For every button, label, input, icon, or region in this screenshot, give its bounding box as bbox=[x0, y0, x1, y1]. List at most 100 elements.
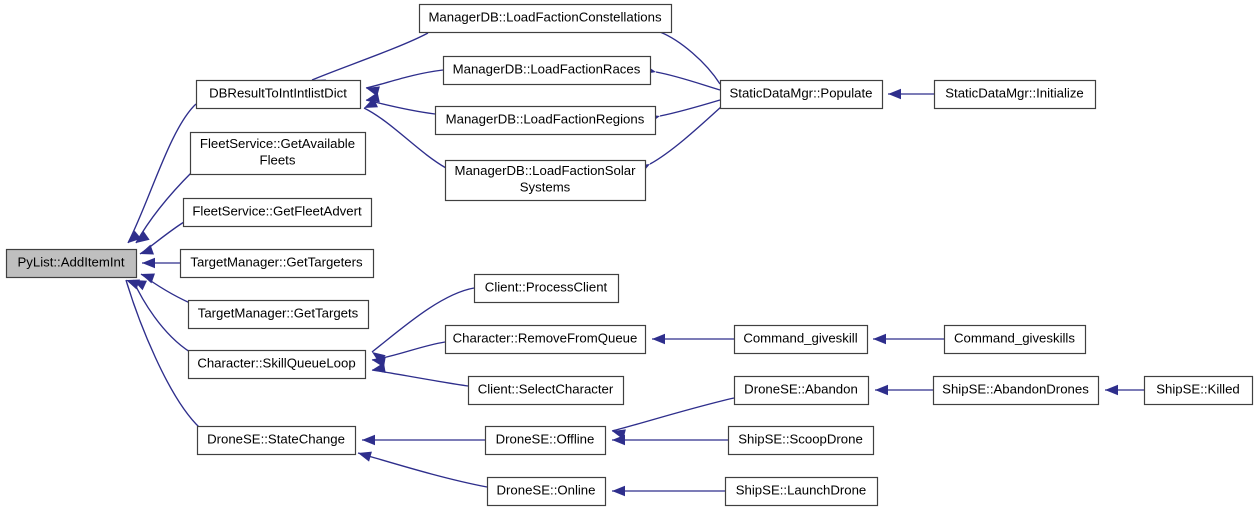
node-box[interactable] bbox=[486, 476, 607, 507]
node-fleetservice_getfleetadvert[interactable]: FleetService::GetFleetAdvert bbox=[182, 197, 373, 228]
node-box[interactable] bbox=[933, 79, 1097, 110]
node-managerdb_loadfactionregions[interactable]: ManagerDB::LoadFactionRegions bbox=[434, 105, 657, 136]
node-label: Fleets bbox=[260, 153, 296, 168]
edge-line bbox=[135, 171, 193, 244]
edge-character_skillqueueloop-to-pylist_additemint bbox=[132, 279, 191, 353]
node-box[interactable] bbox=[1143, 375, 1254, 406]
node-box[interactable] bbox=[467, 375, 625, 406]
arrow-head-icon bbox=[652, 333, 665, 345]
edge-line bbox=[371, 287, 475, 353]
edge-command_giveskill-to-character_removefromqueue bbox=[652, 333, 734, 345]
node-character_skillqueueloop[interactable]: Character::SkillQueueLoop bbox=[187, 349, 367, 380]
node-box[interactable] bbox=[434, 105, 657, 136]
edge-managerdb_loadfactionsolarsystems-to-dbresulttointintlistdict bbox=[363, 97, 447, 169]
node-box[interactable] bbox=[727, 425, 875, 456]
node-dronese_statechange[interactable]: DroneSE::StateChange bbox=[196, 425, 357, 456]
node-box[interactable] bbox=[733, 375, 870, 406]
node-label: PyList::AddItemInt bbox=[17, 254, 124, 269]
edge-line bbox=[371, 341, 446, 361]
node-box[interactable] bbox=[943, 324, 1087, 355]
node-label: Client::SelectCharacter bbox=[478, 381, 614, 396]
node-label: Character::SkillQueueLoop bbox=[197, 355, 355, 370]
node-box[interactable] bbox=[187, 299, 370, 330]
node-character_removefromqueue[interactable]: Character::RemoveFromQueue bbox=[444, 324, 647, 355]
node-label: ShipSE::Killed bbox=[1156, 381, 1240, 396]
node-client_processclient[interactable]: Client::ProcessClient bbox=[473, 273, 620, 304]
node-box[interactable] bbox=[724, 476, 879, 507]
node-label: Command_giveskills bbox=[954, 330, 1075, 345]
node-staticdatamgr_populate[interactable]: StaticDataMgr::Populate bbox=[719, 79, 884, 110]
node-box[interactable] bbox=[189, 131, 367, 176]
edge-staticdatamgr_populate-to-managerdb_loadfactionregions bbox=[646, 99, 721, 125]
edge-line bbox=[311, 32, 429, 81]
node-shipse_launchdrone[interactable]: ShipSE::LaunchDrone bbox=[724, 476, 879, 507]
arrow-head-icon bbox=[362, 434, 375, 446]
node-box[interactable] bbox=[187, 349, 367, 380]
edge-dbresulttointintlistdict-to-pylist_additemint bbox=[127, 103, 197, 244]
node-box[interactable] bbox=[932, 375, 1100, 406]
node-box[interactable] bbox=[484, 425, 607, 456]
arrow-head-icon bbox=[612, 434, 625, 446]
node-box[interactable] bbox=[5, 248, 138, 279]
edge-managerdb_loadfactionregions-to-dbresulttointintlistdict bbox=[365, 92, 436, 115]
edge-staticdatamgr_initialize-to-staticdatamgr_populate bbox=[888, 88, 934, 100]
node-shipse_killed[interactable]: ShipSE::Killed bbox=[1143, 375, 1254, 406]
node-dbresulttointintlistdict[interactable]: DBResultToIntIntlistDict bbox=[195, 79, 362, 110]
node-targetmanager_gettargeters[interactable]: TargetManager::GetTargeters bbox=[179, 248, 375, 279]
node-label: DroneSE::Abandon bbox=[744, 381, 858, 396]
arrow-head-icon bbox=[372, 352, 386, 364]
node-box[interactable] bbox=[444, 159, 647, 202]
edge-line bbox=[649, 105, 723, 165]
node-box[interactable] bbox=[733, 324, 869, 355]
node-box[interactable] bbox=[179, 248, 375, 279]
node-dronese_abandon[interactable]: DroneSE::Abandon bbox=[733, 375, 870, 406]
node-command_giveskills[interactable]: Command_giveskills bbox=[943, 324, 1087, 355]
node-label: FleetService::GetAvailable bbox=[200, 136, 355, 151]
node-box[interactable] bbox=[418, 3, 673, 34]
edge-shipse_scoopdrone-to-dronese_offline bbox=[612, 434, 728, 446]
edge-line bbox=[132, 279, 191, 353]
node-client_selectcharacter[interactable]: Client::SelectCharacter bbox=[467, 375, 625, 406]
edge-fleetservice_getavailablefleets-to-pylist_additemint bbox=[135, 171, 193, 244]
node-label: StaticDataMgr::Populate bbox=[730, 85, 873, 100]
node-layer: PyList::AddItemInt DBResultToIntIntlistDi… bbox=[5, 3, 1254, 507]
node-managerdb_loadfactionraces[interactable]: ManagerDB::LoadFactionRaces bbox=[442, 55, 652, 86]
edge-shipse_killed-to-shipse_abandondrones bbox=[1105, 384, 1144, 396]
edge-dronese_online-to-dronese_statechange bbox=[357, 451, 488, 488]
node-box[interactable] bbox=[719, 79, 884, 110]
node-managerdb_loadfactionconstellations[interactable]: ManagerDB::LoadFactionConstellations bbox=[418, 3, 673, 34]
node-box[interactable] bbox=[444, 324, 647, 355]
node-box[interactable] bbox=[182, 197, 373, 228]
node-label: StaticDataMgr::Initialize bbox=[945, 85, 1084, 100]
node-label: Client::ProcessClient bbox=[485, 279, 608, 294]
node-shipse_abandondrones[interactable]: ShipSE::AbandonDrones bbox=[932, 375, 1100, 406]
node-shipse_scoopdrone[interactable]: ShipSE::ScoopDrone bbox=[727, 425, 875, 456]
node-command_giveskill[interactable]: Command_giveskill bbox=[733, 324, 869, 355]
node-box[interactable] bbox=[196, 425, 357, 456]
node-dronese_offline[interactable]: DroneSE::Offline bbox=[484, 425, 607, 456]
node-box[interactable] bbox=[473, 273, 620, 304]
arrow-head-icon bbox=[126, 279, 140, 290]
node-box[interactable] bbox=[195, 79, 362, 110]
arrow-head-icon bbox=[141, 273, 155, 284]
edge-line bbox=[659, 99, 721, 117]
node-targetmanager_gettargets[interactable]: TargetManager::GetTargets bbox=[187, 299, 370, 330]
node-box[interactable] bbox=[442, 55, 652, 86]
node-dronese_online[interactable]: DroneSE::Online bbox=[486, 476, 607, 507]
node-label: ManagerDB::LoadFactionSolar bbox=[454, 163, 636, 178]
edge-targetmanager_gettargets-to-pylist_additemint bbox=[140, 273, 191, 304]
node-pylist_additemint[interactable]: PyList::AddItemInt bbox=[5, 248, 138, 279]
arrow-head-icon bbox=[612, 485, 625, 497]
node-label: ManagerDB::LoadFactionRegions bbox=[446, 111, 645, 126]
node-label: TargetManager::GetTargets bbox=[198, 305, 359, 320]
node-label: DroneSE::StateChange bbox=[207, 431, 345, 446]
edge-dronese_statechange-to-pylist_additemint bbox=[125, 279, 201, 429]
node-staticdatamgr_initialize[interactable]: StaticDataMgr::Initialize bbox=[933, 79, 1097, 110]
node-label: FleetService::GetFleetAdvert bbox=[192, 203, 362, 218]
arrow-head-icon bbox=[364, 97, 378, 108]
node-label: ShipSE::ScoopDrone bbox=[738, 431, 863, 446]
